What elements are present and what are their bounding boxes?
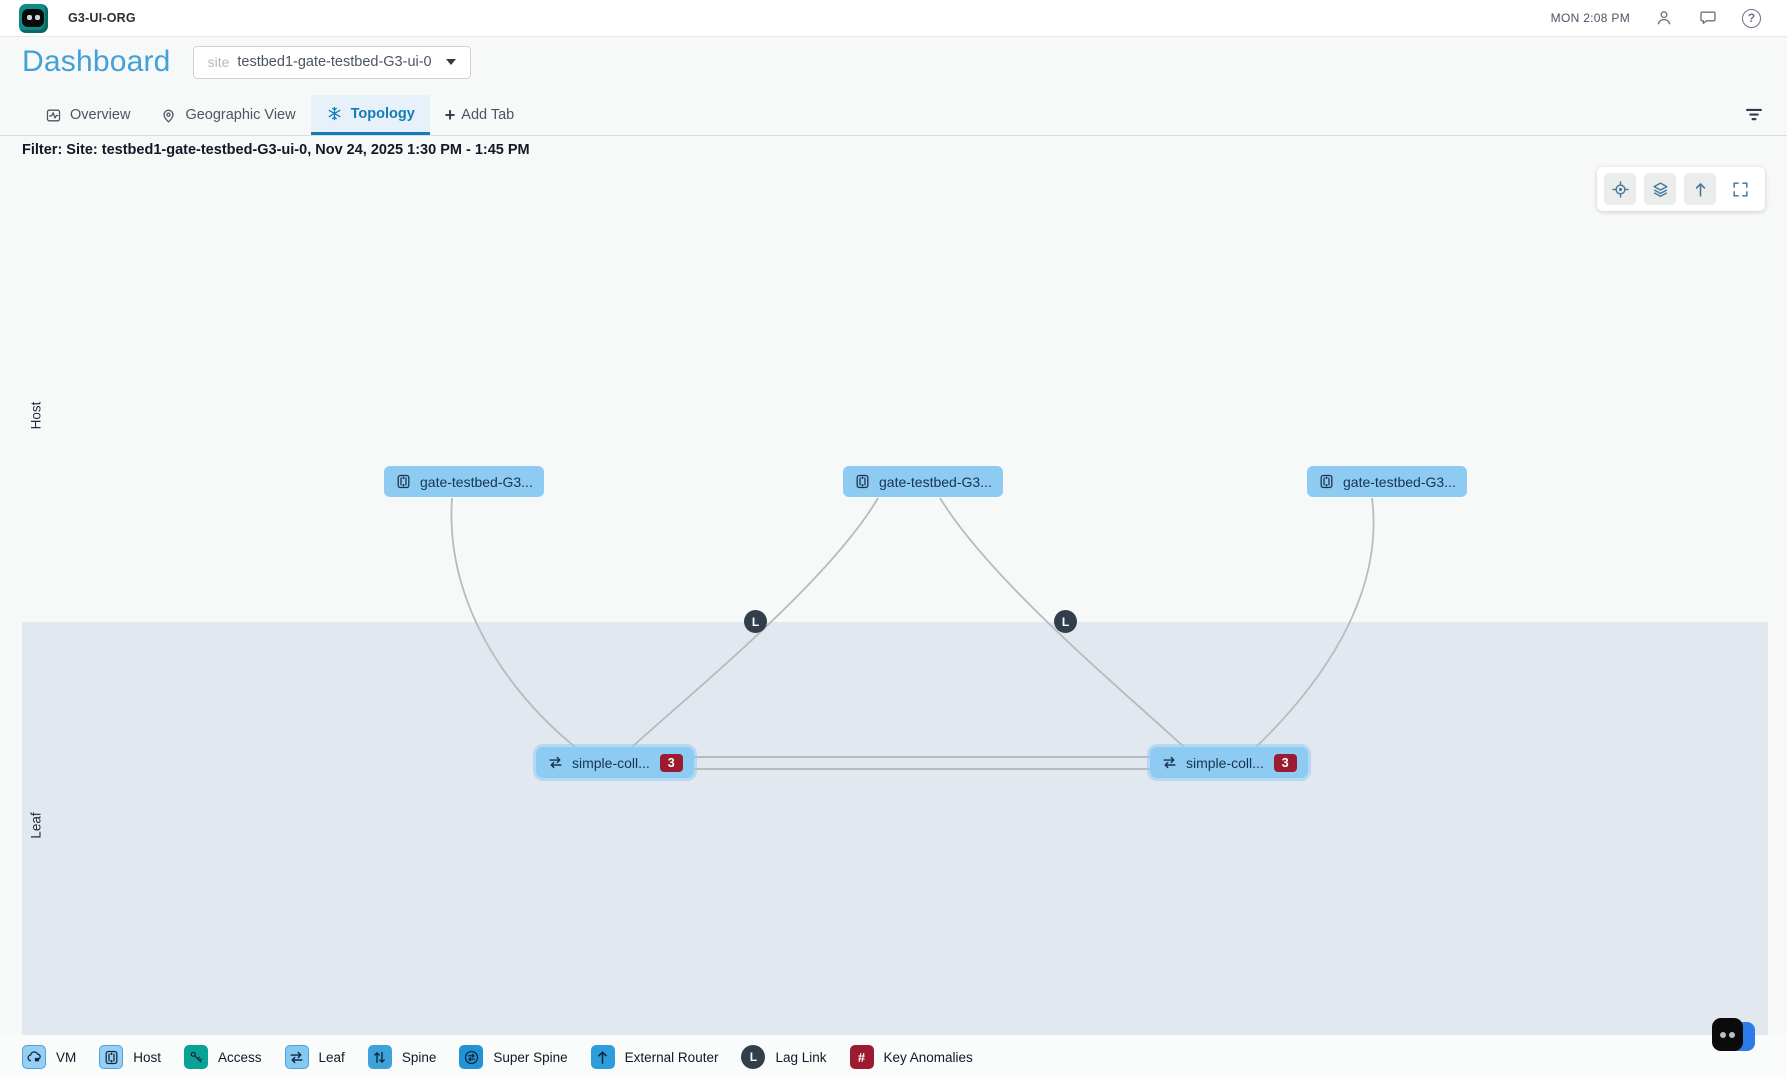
leaf-icon [284, 1045, 309, 1069]
geo-pin-icon [160, 107, 177, 124]
lag-link-badge[interactable]: L [744, 610, 767, 633]
legend-label: Spine [401, 1049, 437, 1065]
host-node[interactable]: gate-testbed-G3... [1307, 466, 1467, 497]
legend-label: Leaf [318, 1049, 345, 1065]
legend-item-external-router: External Router [590, 1045, 719, 1069]
legend-item-host: Host [99, 1045, 161, 1069]
leaf-row-band [22, 622, 1768, 1035]
legend-item-key-anomalies: # Key Anomalies [849, 1045, 973, 1069]
legend-item-vm: VM [22, 1045, 76, 1069]
filter-summary: Filter: Site: testbed1-gate-testbed-G3-u… [22, 142, 530, 158]
topology-legend: VM Host Access Leaf Spine [0, 1035, 1787, 1079]
chat-icon[interactable] [1698, 8, 1718, 28]
site-selector[interactable]: site testbed1-gate-testbed-G3-ui-0 [192, 45, 471, 79]
lag-link-icon: L [741, 1045, 766, 1069]
fullscreen-button[interactable] [1724, 173, 1756, 205]
assistant-bot-button[interactable] [1712, 1018, 1756, 1052]
node-label: gate-testbed-G3... [420, 473, 533, 490]
tab-overview[interactable]: Overview [30, 95, 145, 135]
user-icon[interactable] [1654, 8, 1674, 28]
add-tab-label: Add Tab [461, 107, 515, 123]
anomaly-count-badge[interactable]: 3 [1273, 753, 1297, 772]
filter-funnel-icon[interactable] [1743, 104, 1765, 126]
access-icon [184, 1045, 209, 1069]
legend-label: Super Spine [493, 1049, 568, 1065]
legend-item-lag-link: L Lag Link [741, 1045, 827, 1069]
page-title: Dashboard [22, 45, 171, 78]
tab-label: Topology [350, 105, 415, 122]
spine-icon [367, 1045, 392, 1069]
legend-label: VM [56, 1049, 77, 1065]
row-label-host: Host [28, 401, 44, 430]
tab-bar: Overview Geographic View Topology + Add … [0, 95, 1787, 136]
node-label: gate-testbed-G3... [1343, 473, 1456, 490]
topology-edges [450, 497, 1375, 770]
host-icon [854, 473, 871, 490]
row-label-leaf: Leaf [28, 812, 44, 839]
site-selector-value: testbed1-gate-testbed-G3-ui-0 [237, 54, 432, 70]
tab-topology[interactable]: Topology [310, 95, 430, 135]
layers-button[interactable] [1644, 173, 1676, 205]
leaf-icon [1161, 754, 1178, 771]
host-node[interactable]: gate-testbed-G3... [843, 466, 1003, 497]
lag-link-badge[interactable]: L [1054, 610, 1077, 633]
host-node[interactable]: gate-testbed-G3... [384, 466, 544, 497]
node-label: gate-testbed-G3... [879, 473, 992, 490]
legend-label: Key Anomalies [883, 1049, 973, 1065]
leaf-icon [547, 754, 564, 771]
add-tab-button[interactable]: + Add Tab [430, 95, 529, 135]
leaf-node[interactable]: simple-coll... 3 [536, 747, 694, 778]
legend-item-super-spine: Super Spine [459, 1045, 568, 1069]
help-icon[interactable]: ? [1742, 8, 1761, 28]
node-label: simple-coll... [1186, 754, 1264, 771]
robot-face-icon [1712, 1018, 1743, 1051]
top-bar: G3-UI-ORG MON 2:08 PM ? [0, 0, 1787, 37]
recenter-button[interactable] [1604, 173, 1636, 205]
clock: MON 2:08 PM [1550, 11, 1630, 25]
host-icon [395, 473, 412, 490]
org-name: G3-UI-ORG [68, 11, 136, 25]
leaf-node[interactable]: simple-coll... 3 [1150, 747, 1308, 778]
tab-label: Overview [70, 107, 131, 123]
legend-label: Lag Link [775, 1049, 827, 1065]
site-selector-label: site [207, 54, 230, 70]
tab-geographic-view[interactable]: Geographic View [145, 95, 310, 135]
topology-toolbar [1597, 167, 1765, 211]
node-label: simple-coll... [572, 754, 650, 771]
super-spine-icon [459, 1045, 484, 1069]
legend-label: Access [218, 1049, 262, 1065]
legend-item-access: Access [184, 1045, 262, 1069]
host-icon [99, 1045, 124, 1069]
vm-icon [22, 1045, 46, 1069]
key-anomalies-icon: # [849, 1045, 874, 1069]
legend-item-spine: Spine [367, 1045, 437, 1069]
plus-icon: + [444, 104, 456, 125]
legend-item-leaf: Leaf [284, 1045, 345, 1069]
external-router-icon [590, 1045, 615, 1069]
legend-label: Host [133, 1049, 162, 1065]
app-logo-icon[interactable] [19, 3, 48, 33]
chevron-down-icon [445, 59, 456, 65]
upload-arrow-button[interactable] [1684, 173, 1716, 205]
legend-label: External Router [624, 1049, 719, 1065]
tab-label: Geographic View [185, 107, 296, 123]
topology-icon [326, 105, 343, 122]
anomaly-count-badge[interactable]: 3 [659, 753, 683, 772]
overview-icon [45, 107, 62, 124]
host-icon [1318, 473, 1335, 490]
topology-canvas[interactable]: Host Leaf gate-testbed-G3... gate-testbe… [0, 160, 1787, 1079]
